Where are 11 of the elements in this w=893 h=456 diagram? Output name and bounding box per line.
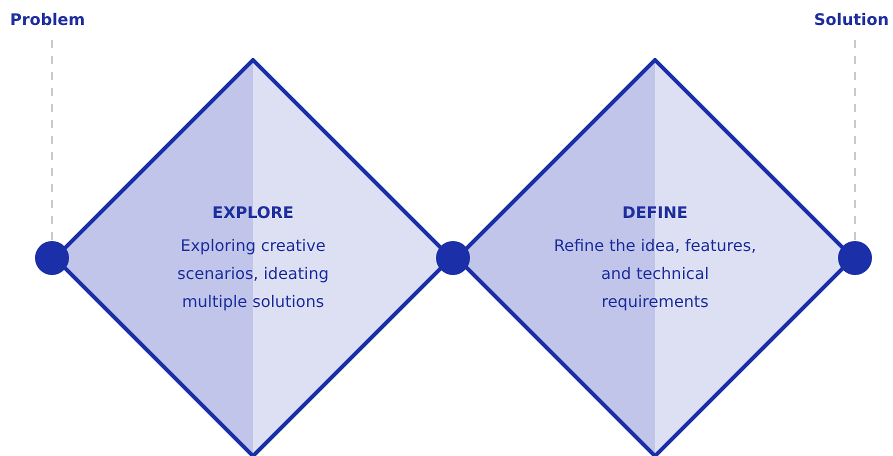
phase-heading: DEFINE xyxy=(621,203,689,222)
milestone-dot xyxy=(436,241,470,275)
dashed-guide-line xyxy=(854,40,856,241)
dashed-guide-line xyxy=(51,40,53,241)
milestone-dot xyxy=(838,241,872,275)
phase-heading: EXPLORE xyxy=(211,203,295,222)
stage-label: Problem xyxy=(10,10,86,29)
stage-label: Solution xyxy=(814,10,889,29)
phase-description: Refine the idea, features, and technical requirements xyxy=(552,235,758,313)
phase-description: Exploring creative scenarios, ideating multiple solutions xyxy=(176,235,330,313)
milestone-dot xyxy=(35,241,69,275)
